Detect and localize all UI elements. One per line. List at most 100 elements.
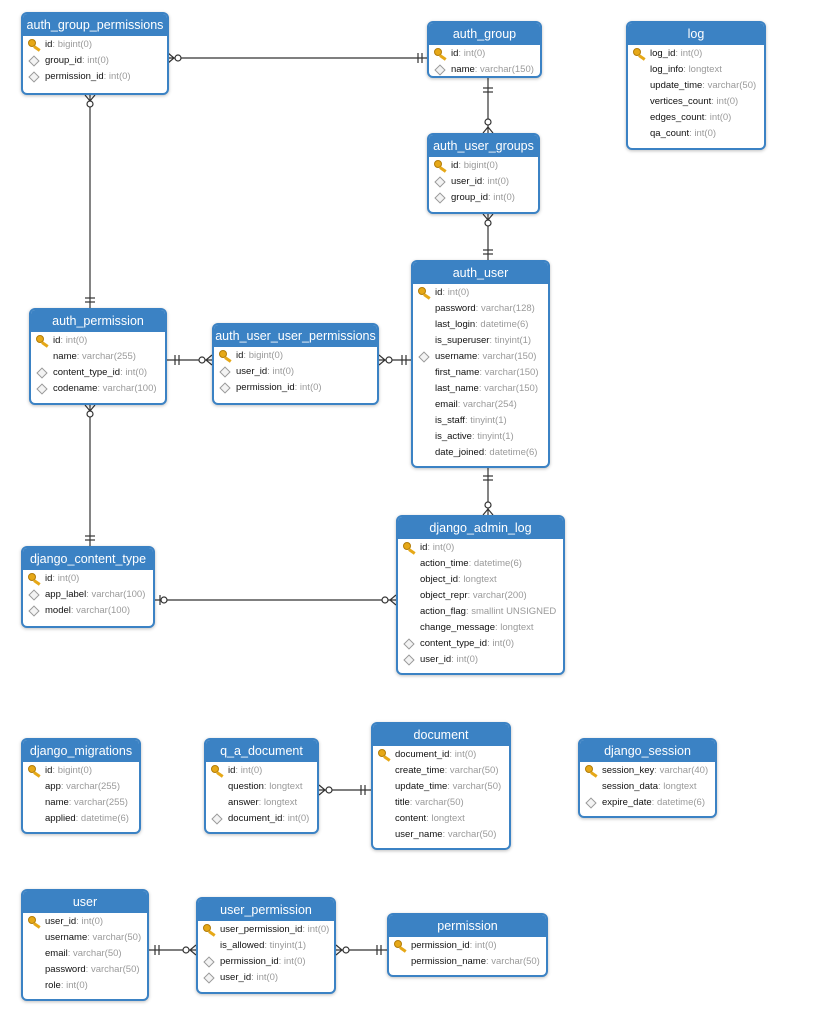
column-row[interactable]: first_name: varchar(150) [413,365,548,381]
column-name: id [45,765,53,776]
column-row[interactable]: action_time: datetime(6) [398,556,563,572]
column-row[interactable]: session_key: varchar(40) [580,763,715,779]
table-title: user_permission [198,899,334,921]
column-row[interactable]: user_id: int(0) [214,364,377,380]
column-row[interactable]: id: int(0) [31,333,165,349]
column-row[interactable]: model: varchar(100) [23,603,153,619]
column-row[interactable]: role: int(0) [23,978,147,994]
column-name: content [395,813,427,824]
column-row[interactable]: permission_id: int(0) [198,954,334,970]
column-row[interactable]: password: varchar(128) [413,301,548,317]
column-row[interactable]: id: int(0) [206,763,317,779]
column-row[interactable]: edges_count: int(0) [628,110,764,126]
column-row[interactable]: id: bigint(0) [429,158,538,174]
column-row[interactable]: app_label: varchar(100) [23,587,153,603]
column-row[interactable]: object_id: longtext [398,572,563,588]
column-row[interactable]: name: varchar(255) [31,349,165,365]
column-separator: : [264,940,270,951]
column-row[interactable]: id: int(0) [23,571,153,587]
column-row[interactable]: password: varchar(50) [23,962,147,978]
key-icon [433,46,447,62]
column-row[interactable]: email: varchar(254) [413,397,548,413]
column-row[interactable]: qa_count: int(0) [628,126,764,142]
column-row[interactable]: id: int(0) [398,540,563,556]
column-row[interactable]: action_flag: smallint UNSIGNED [398,604,563,620]
column-row[interactable]: update_time: varchar(50) [373,779,509,795]
column-separator: : [479,367,485,378]
column-row[interactable]: title: varchar(50) [373,795,509,811]
column-row[interactable]: username: varchar(50) [23,930,147,946]
column-row[interactable]: answer: longtext [206,795,317,811]
column-row[interactable]: permission_id: int(0) [214,380,377,396]
column-name: name [45,797,69,808]
column-row[interactable]: expire_date: datetime(6) [580,795,715,811]
diamond-icon [35,381,49,397]
column-row[interactable]: name: varchar(150) [429,62,540,76]
column-row[interactable]: content_type_id: int(0) [31,365,165,381]
column-row[interactable]: group_id: int(0) [23,53,167,69]
column-row[interactable]: user_id: int(0) [23,914,147,930]
column-row[interactable]: session_data: longtext [580,779,715,795]
column-row[interactable]: log_info: longtext [628,62,764,78]
column-row[interactable]: user_name: varchar(50) [373,827,509,843]
column-row[interactable]: date_joined: datetime(6) [413,445,548,461]
column-row[interactable]: update_time: varchar(50) [628,78,764,94]
column-row[interactable]: email: varchar(50) [23,946,147,962]
column-separator: : [458,574,464,585]
column-row[interactable]: is_allowed: tinyint(1) [198,938,334,954]
column-row[interactable]: create_time: varchar(50) [373,763,509,779]
column-row[interactable]: document_id: int(0) [373,747,509,763]
column-row[interactable]: user_id: int(0) [198,970,334,986]
column-row[interactable]: user_permission_id: int(0) [198,922,334,938]
column-row[interactable]: object_repr: varchar(200) [398,588,563,604]
column-row[interactable]: is_active: tinyint(1) [413,429,548,445]
column-row[interactable]: content: longtext [373,811,509,827]
column-row[interactable]: permission_id: int(0) [23,69,167,85]
column-row[interactable]: content_type_id: int(0) [398,636,563,652]
column-row[interactable]: applied: datetime(6) [23,811,139,827]
column-row[interactable]: id: int(0) [429,46,540,62]
column-row[interactable]: is_superuser: tinyint(1) [413,333,548,349]
column-row[interactable]: change_message: longtext [398,620,563,636]
column-row[interactable]: permission_name: varchar(50) [389,954,546,970]
column-row[interactable]: log_id: int(0) [628,46,764,62]
column-row[interactable]: username: varchar(150) [413,349,548,365]
column-row[interactable]: id: bigint(0) [23,763,139,779]
column-row[interactable]: id: bigint(0) [23,37,167,53]
column-row[interactable]: group_id: int(0) [429,190,538,206]
column-type: int(0) [716,96,739,107]
column-row[interactable]: user_id: int(0) [429,174,538,190]
column-row[interactable]: question: longtext [206,779,317,795]
column-row[interactable]: name: varchar(255) [23,795,139,811]
column-name: content_type_id [53,367,121,378]
column-row[interactable]: id: int(0) [413,285,548,301]
column-row[interactable]: codename: varchar(100) [31,381,165,397]
column-row[interactable]: is_staff: tinyint(1) [413,413,548,429]
diamond-icon [27,53,41,69]
column-row[interactable]: id: bigint(0) [214,348,377,364]
column-type: longtext [663,781,697,792]
column-row[interactable]: last_name: varchar(150) [413,381,548,397]
column-row[interactable]: document_id: int(0) [206,811,317,827]
column-row[interactable]: vertices_count: int(0) [628,94,764,110]
column-row[interactable]: user_id: int(0) [398,652,563,668]
column-row[interactable]: app: varchar(255) [23,779,139,795]
column-row[interactable]: last_login: datetime(6) [413,317,548,333]
column-row[interactable]: permission_id: int(0) [389,938,546,954]
